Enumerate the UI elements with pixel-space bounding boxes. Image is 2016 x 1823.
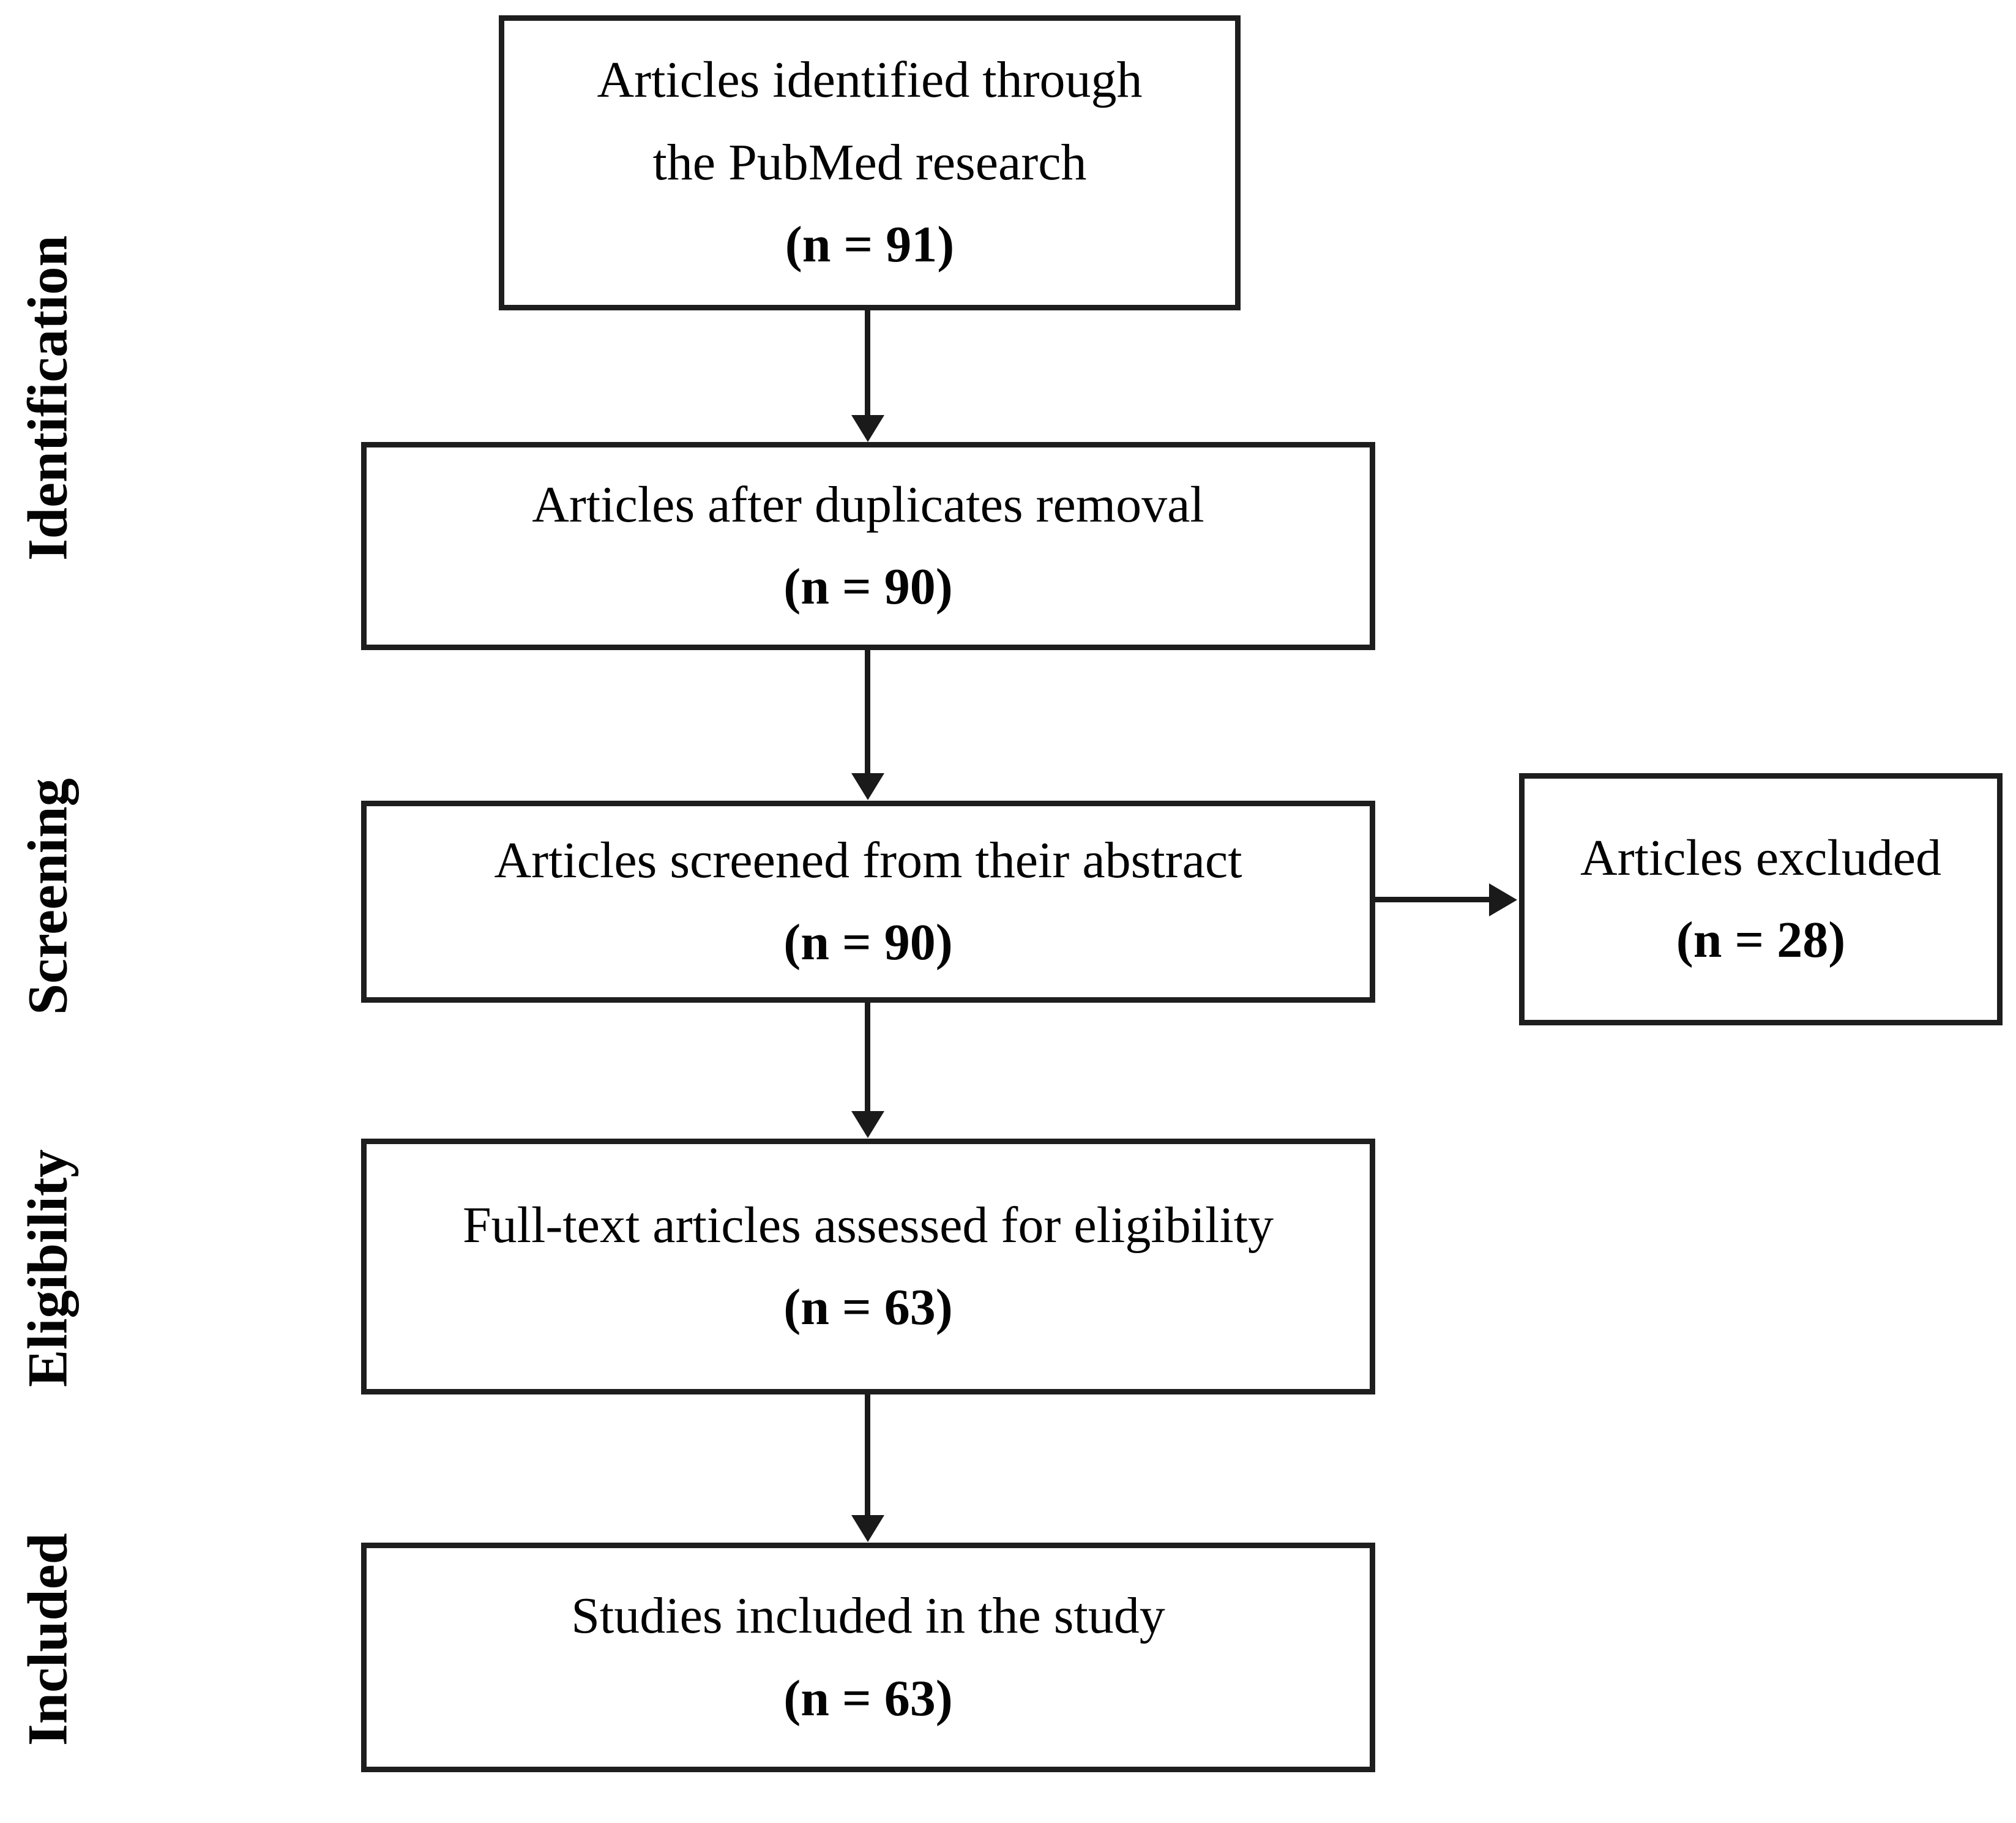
- box-screened: Articles screened from their abstract (n…: [361, 801, 1375, 1003]
- box-studies-included: Studies included in the study (n = 63): [361, 1543, 1375, 1772]
- arrow-screened-to-fulltext: [865, 1003, 870, 1112]
- box-articles-excluded: Articles excluded (n = 28): [1519, 773, 2003, 1025]
- stage-label-eligibility: Eligibility: [16, 1149, 79, 1388]
- stage-label-included: Included: [16, 1533, 79, 1746]
- stage-label-identification: Identification: [16, 235, 79, 561]
- box-articles-identified: Articles identified through the PubMed r…: [499, 15, 1241, 310]
- box-studies-included-count: (n = 63): [783, 1669, 953, 1727]
- box-fulltext-assessed-count: (n = 63): [783, 1279, 953, 1336]
- box-duplicates-removed-count: (n = 90): [783, 558, 953, 615]
- box-screened-count: (n = 90): [783, 914, 953, 971]
- box-articles-excluded-count: (n = 28): [1676, 912, 1846, 968]
- box-articles-identified-line2: the PubMed research: [652, 133, 1087, 191]
- box-fulltext-assessed: Full-text articles assessed for eligibil…: [361, 1139, 1375, 1394]
- box-articles-identified-line1: Articles identified through: [597, 51, 1143, 109]
- stage-label-screening: Screening: [16, 778, 79, 1016]
- box-fulltext-assessed-line1: Full-text articles assessed for eligibil…: [462, 1196, 1274, 1254]
- arrow-screened-to-excluded: [1375, 897, 1490, 902]
- arrow-identified-to-duplicates: [865, 310, 870, 416]
- box-duplicates-removed-line1: Articles after duplicates removal: [532, 476, 1204, 533]
- arrow-fulltext-to-included: [865, 1394, 870, 1516]
- box-articles-excluded-line1: Articles excluded: [1580, 829, 1942, 886]
- arrow-duplicates-to-screened: [865, 650, 870, 774]
- box-articles-identified-count: (n = 91): [785, 216, 955, 274]
- box-duplicates-removed: Articles after duplicates removal (n = 9…: [361, 442, 1375, 650]
- box-screened-line1: Articles screened from their abstract: [494, 831, 1242, 889]
- box-studies-included-line1: Studies included in the study: [571, 1587, 1165, 1645]
